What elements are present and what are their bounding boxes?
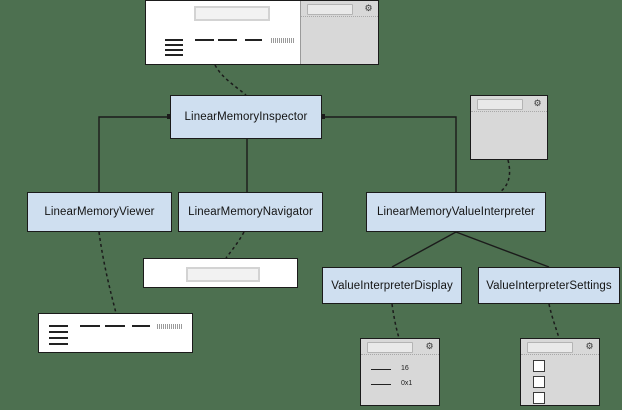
edge-shot-settings-panel xyxy=(499,159,511,193)
node-label: ValueInterpreterSettings xyxy=(486,279,612,292)
value-display-screenshot[interactable]: ⚙ 16 0x1 xyxy=(360,338,440,406)
edge-shot-settings xyxy=(548,303,560,339)
node-value-interpreter-settings[interactable]: ValueInterpreterSettings xyxy=(478,267,620,304)
toolbar-input[interactable] xyxy=(306,4,353,15)
node-label: ValueInterpreterDisplay xyxy=(331,279,453,292)
value-label-line xyxy=(371,369,391,370)
node-linear-memory-viewer[interactable]: LinearMemoryViewer xyxy=(27,192,172,232)
address-line xyxy=(165,49,183,51)
node-value-interpreter-display[interactable]: ValueInterpreterDisplay xyxy=(322,267,462,304)
gear-icon[interactable]: ⚙ xyxy=(364,3,373,13)
edge-interpreter-settings xyxy=(455,231,550,268)
navigator-screenshot[interactable] xyxy=(143,258,298,288)
edge-shot-viewer xyxy=(98,231,117,314)
byte-group xyxy=(218,39,237,41)
byte-group xyxy=(105,325,125,327)
edge-inspector-viewer xyxy=(98,116,170,192)
node-linear-memory-value-interpreter[interactable]: LinearMemoryValueInterpreter xyxy=(366,192,546,232)
byte-group xyxy=(195,39,214,41)
address-line xyxy=(165,39,183,41)
toolbar-input[interactable] xyxy=(367,342,413,353)
edge-inspector-interpreter xyxy=(322,116,457,192)
value-row-1: 16 xyxy=(401,365,409,372)
byte-group xyxy=(80,325,100,327)
address-input[interactable] xyxy=(194,6,270,21)
address-line xyxy=(165,44,183,46)
gear-icon[interactable]: ⚙ xyxy=(585,341,594,351)
gear-icon[interactable]: ⚙ xyxy=(533,98,542,108)
toolbar-input[interactable] xyxy=(477,99,523,110)
edge-shot-navigator xyxy=(225,231,245,259)
ascii-column xyxy=(271,38,295,43)
setting-checkbox[interactable] xyxy=(533,360,545,372)
byte-group xyxy=(245,39,262,41)
address-line xyxy=(49,337,68,339)
edge-shot-inspector xyxy=(214,64,247,96)
pane-toolbar: ⚙ xyxy=(521,339,599,355)
address-line xyxy=(49,325,68,327)
node-label: LinearMemoryInspector xyxy=(184,111,308,123)
ascii-column xyxy=(157,324,182,329)
pane-toolbar: ⚙ xyxy=(471,96,547,112)
value-label-line xyxy=(371,384,391,385)
edge-interpreter-display xyxy=(391,231,457,268)
viewer-screenshot[interactable] xyxy=(38,313,193,353)
setting-checkbox[interactable] xyxy=(533,376,545,388)
node-label: LinearMemoryViewer xyxy=(44,206,155,218)
value-interpreter-pane: ⚙ xyxy=(299,1,378,64)
memory-pane xyxy=(146,1,300,64)
edge-shot-display xyxy=(391,303,400,339)
address-line xyxy=(49,331,68,333)
pane-toolbar: ⚙ xyxy=(300,1,378,17)
setting-checkbox[interactable] xyxy=(533,392,545,404)
address-input[interactable] xyxy=(186,267,260,282)
gear-icon[interactable]: ⚙ xyxy=(425,341,434,351)
node-linear-memory-navigator[interactable]: LinearMemoryNavigator xyxy=(178,192,323,232)
settings-panel-screenshot[interactable]: ⚙ xyxy=(470,95,548,160)
address-line xyxy=(165,54,183,56)
pane-toolbar: ⚙ xyxy=(361,339,439,355)
toolbar-input[interactable] xyxy=(527,342,573,353)
node-label: LinearMemoryValueInterpreter xyxy=(377,206,535,218)
inspector-screenshot[interactable]: ⚙ xyxy=(145,0,379,65)
byte-group xyxy=(132,325,150,327)
node-label: LinearMemoryNavigator xyxy=(188,206,313,218)
address-line xyxy=(49,343,68,345)
value-settings-screenshot[interactable]: ⚙ xyxy=(520,338,600,406)
value-row-2: 0x1 xyxy=(401,380,413,387)
node-linear-memory-inspector[interactable]: LinearMemoryInspector xyxy=(170,95,322,139)
